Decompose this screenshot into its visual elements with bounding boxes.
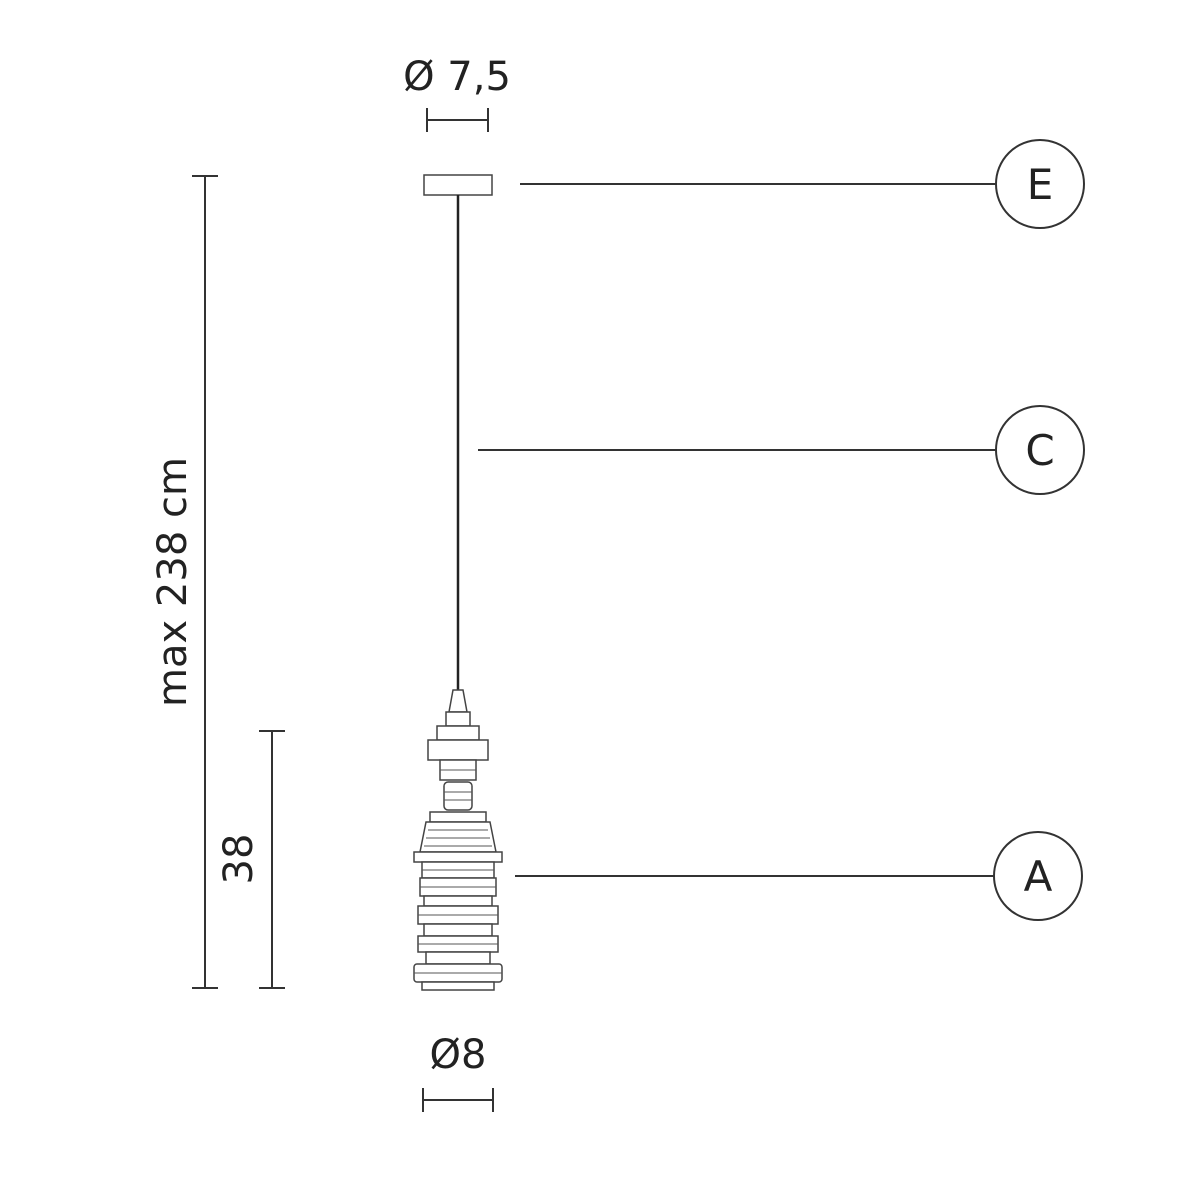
- callout-canopy: E: [520, 139, 1085, 229]
- canopy-diameter-label: Ø 7,5: [403, 54, 511, 100]
- shade-height-label: 38: [216, 834, 262, 885]
- overall-height-dimension: max 238 cm: [150, 175, 218, 989]
- callout-cable: C: [478, 405, 1085, 495]
- shade-band-4: [425, 951, 491, 965]
- socket-cap: [436, 725, 480, 741]
- shade-hatching: [414, 829, 502, 974]
- canopy: [423, 174, 493, 196]
- callout-c-circle: [995, 405, 1085, 495]
- callout-a-circle: [993, 831, 1083, 921]
- grip-ring: [445, 711, 471, 727]
- canopy-diameter-dimension: Ø 7,5: [403, 54, 511, 132]
- shade-upper-section: [419, 821, 497, 853]
- shade-diameter-dimension: Ø8: [422, 1032, 494, 1112]
- callout-e-label: E: [1027, 160, 1054, 209]
- shade-band-2: [423, 895, 493, 907]
- shade-top-ring: [429, 811, 487, 823]
- shade-diameter-label: Ø8: [430, 1032, 487, 1078]
- socket-neck: [443, 781, 473, 811]
- callout-c-label: C: [1025, 426, 1054, 475]
- cable-grip: [448, 689, 468, 713]
- socket-flange: [427, 739, 489, 761]
- overall-height-label: max 238 cm: [150, 457, 196, 707]
- callout-e-circle: [995, 139, 1085, 229]
- shade-ridge-1: [413, 851, 503, 863]
- shade-band-3: [423, 923, 493, 937]
- lamp-shade-assembly: [413, 689, 503, 991]
- callout-a-label: A: [1024, 852, 1053, 901]
- shade-base: [421, 981, 495, 991]
- shade-height-dimension: 38: [216, 730, 285, 989]
- callout-shade: A: [515, 831, 1083, 921]
